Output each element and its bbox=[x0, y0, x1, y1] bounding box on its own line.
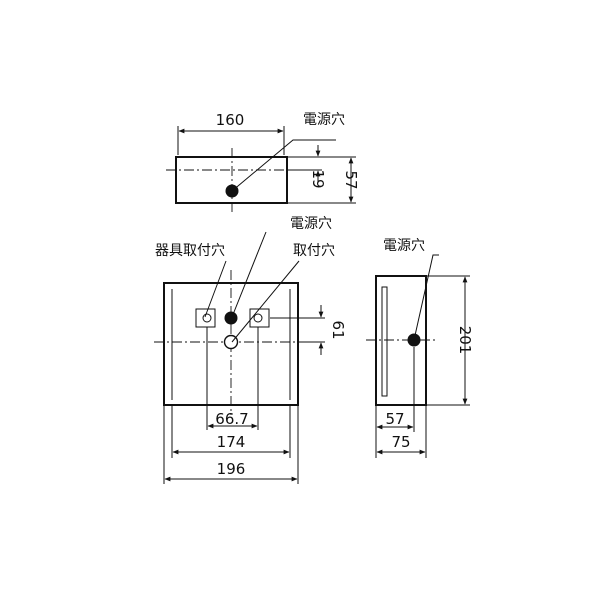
side-view-inner-panel bbox=[381, 286, 388, 397]
front-view-mount-hole-left-circle bbox=[202, 313, 212, 323]
front-view-power-hole-leader bbox=[231, 231, 267, 318]
front-view-mount-hole-right-circle bbox=[253, 313, 263, 323]
front-view: 器具取付穴 電源穴 取付穴 61 66.7 174 196 bbox=[154, 216, 347, 484]
front-view-mount-hole-left bbox=[195, 308, 216, 328]
side-view-outer-depth-dim: 75 bbox=[391, 433, 410, 451]
front-view-power-hole bbox=[224, 311, 238, 325]
side-view-hole-leader bbox=[413, 254, 439, 341]
side-view-height-dim: 201 bbox=[456, 326, 474, 355]
side-view: 電源穴 201 57 75 bbox=[366, 238, 474, 458]
top-view-depth-dim: 57 bbox=[342, 170, 360, 189]
front-view-power-hole-label: 電源穴 bbox=[290, 216, 332, 232]
top-view-hole-offset-dim: 19 bbox=[309, 169, 327, 188]
front-view-outer-width-dim: 196 bbox=[217, 460, 246, 478]
top-view-hole-leader bbox=[231, 139, 336, 192]
front-view-attach-hole-label: 取付穴 bbox=[293, 243, 335, 259]
side-view-body bbox=[375, 275, 427, 406]
front-view-mount-hole-right bbox=[249, 308, 270, 328]
front-view-inner-width-dim: 174 bbox=[217, 433, 246, 451]
side-view-hole-label: 電源穴 bbox=[383, 238, 425, 254]
front-view-mount-hole-leader bbox=[204, 260, 227, 318]
front-view-offset-dim: 61 bbox=[329, 320, 347, 339]
front-view-mount-hole-label: 器具取付穴 bbox=[155, 243, 225, 259]
top-view-hole-label: 電源穴 bbox=[303, 112, 345, 128]
side-view-inner-depth-dim: 57 bbox=[385, 410, 404, 428]
top-view-body bbox=[175, 156, 288, 204]
front-view-pitch-dim: 66.7 bbox=[215, 410, 248, 428]
top-view-width-dim: 160 bbox=[216, 111, 245, 129]
top-view: 160 19 57 電源穴 bbox=[166, 111, 360, 212]
front-view-attach-hole-leader bbox=[231, 260, 300, 343]
